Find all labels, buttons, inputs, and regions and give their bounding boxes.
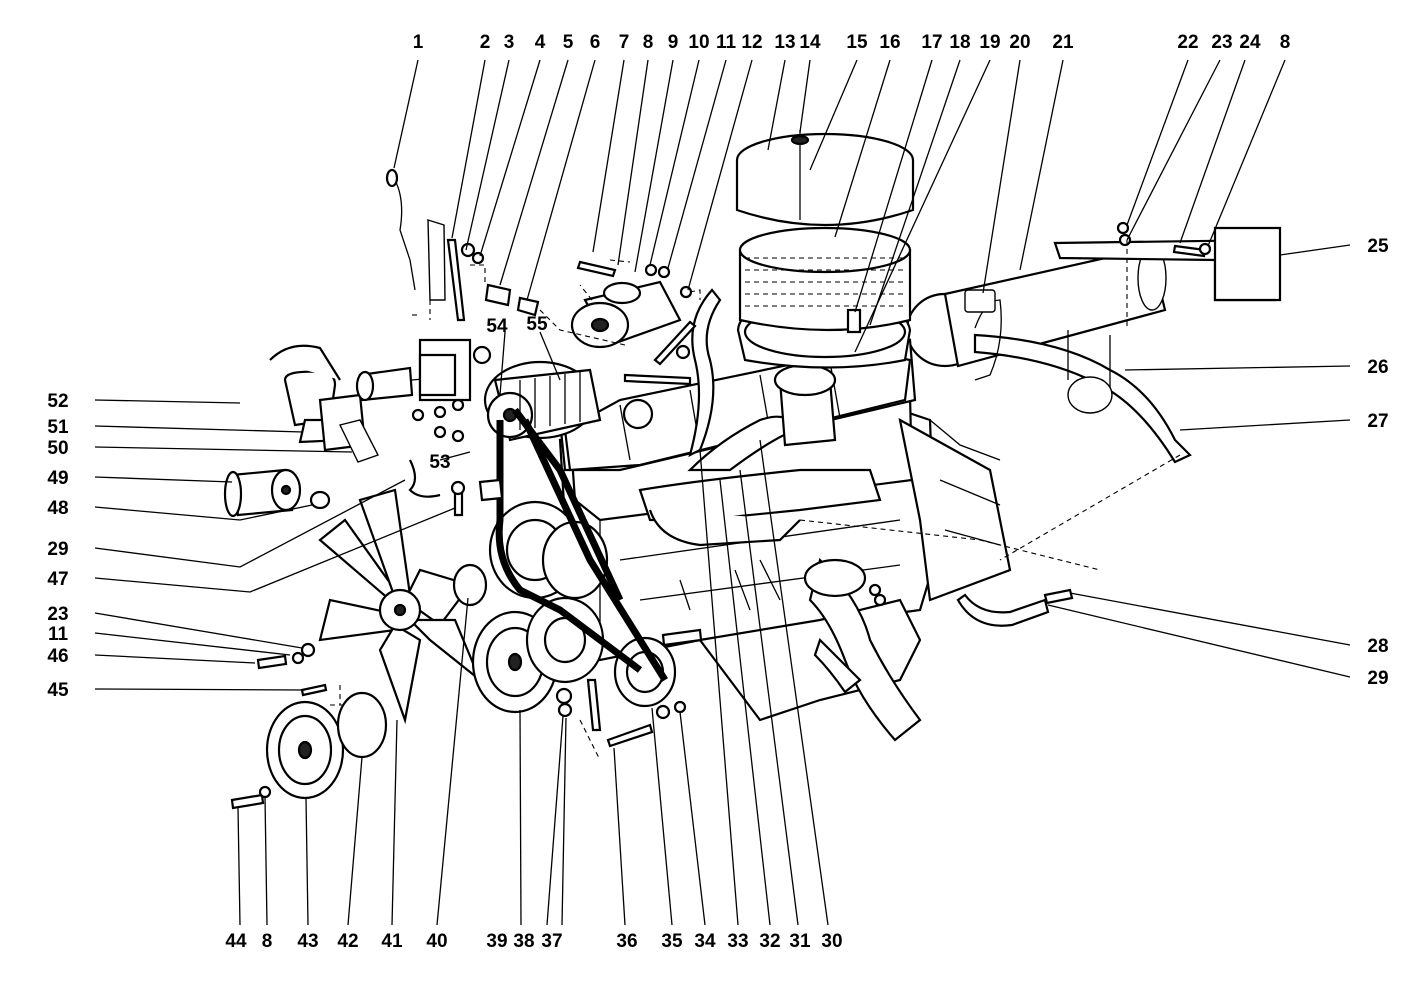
callout-54: 54 (486, 316, 508, 337)
callout-23-top: 23 (1211, 32, 1232, 53)
muffler-assembly (905, 226, 1282, 464)
callout-8-top-right: 8 (1280, 32, 1291, 53)
callout-39: 39 (486, 931, 507, 952)
callout-4: 4 (535, 32, 546, 53)
callout-42: 42 (337, 931, 358, 952)
callout-34: 34 (694, 931, 716, 952)
callout-55: 55 (526, 314, 548, 335)
callout-28: 28 (1367, 636, 1388, 657)
callout-22: 22 (1177, 32, 1198, 53)
callout-29-left: 29 (47, 539, 68, 560)
callout-16: 16 (879, 32, 900, 53)
crankshaft-pulleys (265, 500, 677, 800)
callout-41: 41 (381, 931, 403, 952)
callout-48: 48 (47, 498, 68, 519)
callout-35: 35 (661, 931, 683, 952)
callout-1: 1 (413, 32, 424, 53)
callout-32: 32 (759, 931, 780, 952)
callout-18: 18 (949, 32, 970, 53)
callout-21: 21 (1052, 32, 1074, 53)
callout-11: 11 (716, 32, 737, 53)
oil-filter (223, 468, 331, 518)
callout-40: 40 (426, 931, 447, 952)
callout-8-bottom: 8 (262, 931, 273, 952)
callout-52: 52 (47, 391, 68, 412)
callout-10: 10 (688, 32, 709, 53)
callout-labels: 1 2 3 4 5 6 7 8 9 10 11 12 13 14 15 16 1… (47, 32, 1389, 952)
callout-30: 30 (821, 931, 842, 952)
callout-38: 38 (513, 931, 534, 952)
callout-9: 9 (668, 32, 679, 53)
callout-36: 36 (616, 931, 637, 952)
callout-24: 24 (1239, 32, 1261, 53)
callout-47: 47 (47, 569, 68, 590)
callout-29-right: 29 (1367, 668, 1388, 689)
callout-5: 5 (563, 32, 574, 53)
callout-19: 19 (979, 32, 1000, 53)
callout-44: 44 (225, 931, 247, 952)
callout-46: 46 (47, 646, 68, 667)
engine-illustration (223, 130, 1282, 810)
callout-23-left: 23 (47, 604, 68, 625)
callout-7: 7 (619, 32, 630, 53)
callout-15: 15 (846, 32, 868, 53)
air-cleaner (735, 130, 915, 369)
drive-belts (495, 407, 668, 682)
callout-49: 49 (47, 468, 68, 489)
callout-37: 37 (541, 931, 562, 952)
callout-53: 53 (429, 452, 450, 473)
hardware (230, 168, 1212, 810)
callout-6: 6 (590, 32, 601, 53)
callout-25: 25 (1367, 236, 1389, 257)
callout-26: 26 (1367, 357, 1388, 378)
callout-27: 27 (1367, 411, 1388, 432)
cooling-fan (318, 488, 482, 725)
callout-31: 31 (789, 931, 811, 952)
callout-3: 3 (504, 32, 515, 53)
callout-20: 20 (1009, 32, 1030, 53)
leader-lines (94, 59, 1351, 926)
callout-43: 43 (297, 931, 318, 952)
callout-11-left: 11 (48, 624, 69, 645)
callout-12: 12 (741, 32, 762, 53)
callout-45: 45 (47, 680, 69, 701)
assembly-lines (330, 240, 1181, 761)
starter-motor (570, 280, 682, 349)
callout-17: 17 (921, 32, 942, 53)
callout-2: 2 (480, 32, 491, 53)
callout-51: 51 (47, 417, 69, 438)
callout-14: 14 (799, 32, 821, 53)
callout-50: 50 (47, 438, 68, 459)
callout-8: 8 (643, 32, 654, 53)
callout-13: 13 (774, 32, 795, 53)
callout-33: 33 (727, 931, 748, 952)
